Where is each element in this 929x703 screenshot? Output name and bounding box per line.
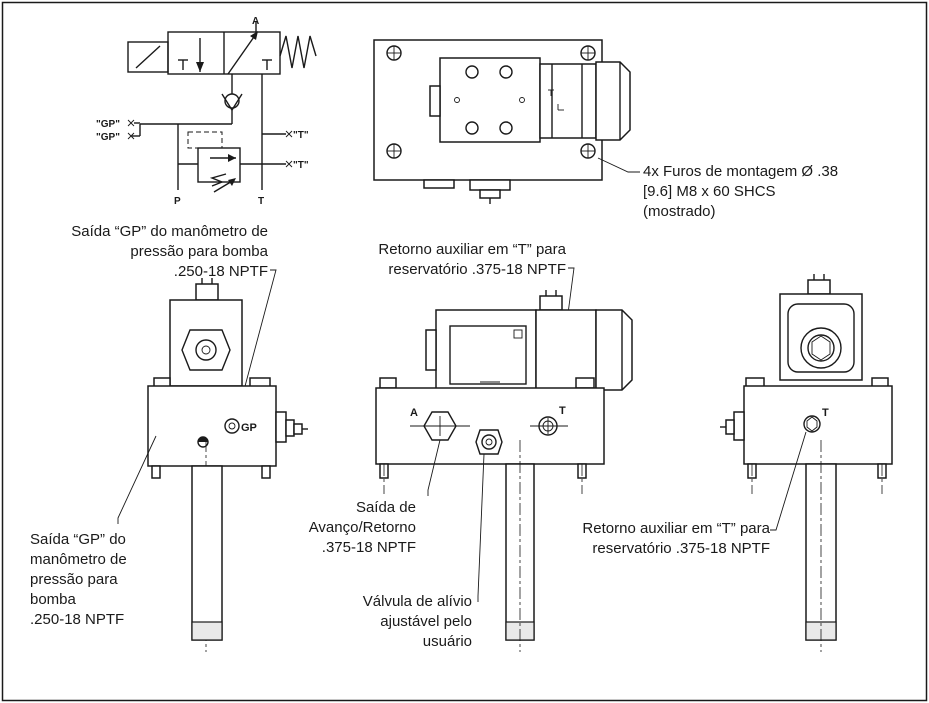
hydraulic-schematic: A "GP" "GP" "T" "T" P T: [96, 16, 317, 207]
callout-t-top-2: reservatório .375-18 NPTF: [388, 261, 566, 278]
callout-gp-left-4: bomba: [30, 591, 77, 608]
callout-advance-return-2: Avanço/Retorno: [309, 519, 416, 536]
callout-mounting-holes-2: [9.6] M8 x 60 SHCS: [643, 183, 776, 200]
schematic-t-label-1: "T": [293, 130, 309, 141]
port-mark-t-side: T: [822, 407, 829, 419]
mounting-hole-bl: [386, 143, 402, 159]
schematic-port-p: P: [174, 196, 181, 207]
callout-advance-return-3: .375-18 NPTF: [322, 539, 416, 556]
callout-relief-valve-2: ajustável pelo: [380, 613, 472, 630]
schematic-gp-label-1: "GP": [96, 119, 120, 130]
callout-mounting-holes-1: 4x Furos de montagem Ø .38: [643, 163, 838, 180]
callout-t-top-1: Retorno auxiliar em “T” para: [378, 241, 566, 258]
mounting-hole-tr: [580, 45, 596, 61]
callout-relief-valve-3: usuário: [423, 633, 472, 650]
callout-relief-valve-1: Válvula de alívio: [363, 593, 472, 610]
callout-mounting-holes-3: (mostrado): [643, 203, 716, 220]
callout-t-right-2: reservatório .375-18 NPTF: [592, 540, 770, 557]
callout-t-top: Retorno auxiliar em “T” para reservatóri…: [378, 241, 575, 421]
front-view: A T Saída de Avanço/Retorno .375-18 NPTF…: [309, 290, 633, 652]
callout-gp-top-2: pressão para bomba: [130, 243, 268, 260]
port-mark-gp: GP: [241, 422, 257, 434]
left-side-view: GP Saída “GP” do manômetro de pressão pa…: [30, 278, 308, 652]
callout-gp-left-1: Saída “GP” do: [30, 531, 126, 548]
top-view: 4x Furos de montagem Ø .38 [9.6] M8 x 60…: [373, 39, 838, 220]
right-side-view: T Retorno auxiliar em “T” para reservató…: [582, 274, 893, 652]
callout-gp-top-1: Saída “GP” do manômetro de: [71, 223, 268, 240]
schematic-port-a: A: [252, 16, 259, 27]
callout-gp-top: Saída “GP” do manômetro de pressão para …: [71, 223, 277, 421]
port-mark-a: A: [410, 407, 418, 419]
callout-gp-top-3: .250-18 NPTF: [174, 263, 268, 280]
port-mark-t-front: T: [559, 405, 566, 417]
schematic-gp-label-2: "GP": [96, 132, 120, 143]
schematic-t-label-2: "T": [293, 160, 309, 171]
callout-advance-return-1: Saída de: [356, 499, 416, 516]
callout-gp-left-2: manômetro de: [30, 551, 127, 568]
mounting-hole-br: [580, 143, 596, 159]
mounting-hole-tl: [386, 45, 402, 61]
callout-gp-left-5: .250-18 NPTF: [30, 611, 124, 628]
callout-gp-left-3: pressão para: [30, 571, 118, 588]
callout-t-right-1: Retorno auxiliar em “T” para: [582, 520, 770, 537]
schematic-port-t: T: [258, 196, 264, 207]
